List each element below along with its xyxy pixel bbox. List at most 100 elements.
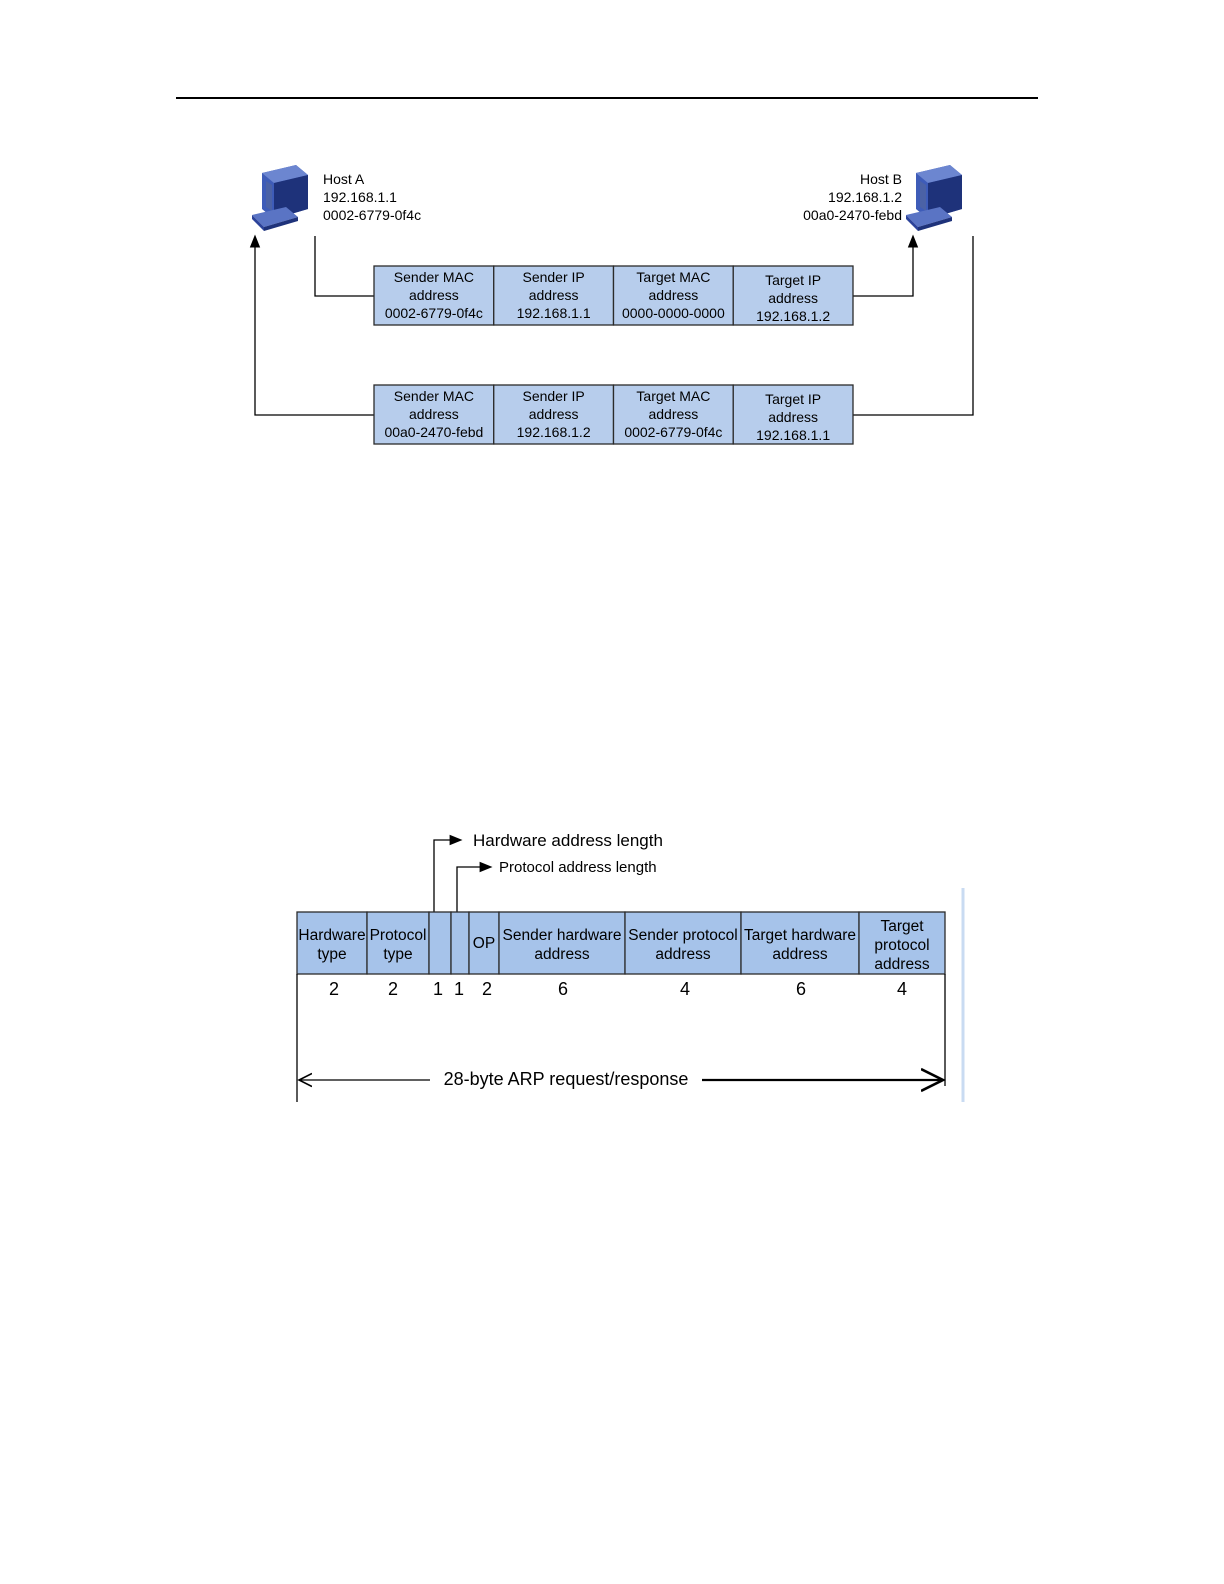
arp-field-box bbox=[366, 911, 430, 975]
packet-cell: Sender IP address 192.168.1.1 bbox=[493, 265, 615, 326]
packet-cell-box bbox=[493, 384, 615, 445]
packet-cell-text: address bbox=[409, 406, 459, 422]
packet-cell-text: 0002-6779-0f4c bbox=[624, 424, 722, 440]
arp-field-label: type bbox=[317, 946, 346, 963]
callout-arrows bbox=[433, 834, 493, 912]
connector-lines bbox=[249, 234, 974, 416]
hw-address-length-label: Hardware address length bbox=[473, 831, 663, 850]
computer-icon bbox=[252, 165, 308, 231]
packet-cell-text: Target MAC bbox=[636, 388, 710, 404]
host-a-mac: 0002-6779-0f4c bbox=[323, 207, 421, 223]
arp-field: OP2 bbox=[468, 911, 500, 999]
arp-field: Protocol type 2 bbox=[366, 911, 430, 999]
packet-cell-box bbox=[373, 384, 495, 445]
arp-field: 1 bbox=[450, 911, 470, 999]
packet-cell-text: Target IP bbox=[765, 272, 821, 288]
request-line-from-host-a bbox=[314, 236, 374, 297]
packet-cell-text: 192.168.1.1 bbox=[517, 305, 591, 321]
arp-field: 1 bbox=[428, 911, 452, 999]
host-b-name: Host B bbox=[860, 171, 902, 187]
host-b-label: Host B 192.168.1.2 00a0-2470-febd bbox=[803, 171, 902, 223]
arp-field-label: address bbox=[534, 946, 589, 963]
arp-field-box bbox=[450, 911, 470, 975]
packet-cell: Target MAC address 0002-6779-0f4c bbox=[612, 384, 734, 445]
packet-cell-text: Sender MAC bbox=[394, 388, 474, 404]
packet-cell-text: 192.168.1.2 bbox=[517, 424, 591, 440]
packet-cell: Target IP address 192.168.1.2 bbox=[732, 265, 854, 326]
packet-cell-box bbox=[732, 384, 854, 445]
computer-icon bbox=[906, 165, 962, 231]
packet-cell-text: 00a0-2470-febd bbox=[384, 424, 483, 440]
arp-field-label: Sender protocol bbox=[628, 927, 737, 944]
packet-cell-text: Sender MAC bbox=[394, 269, 474, 285]
arp-field-size: 6 bbox=[558, 979, 568, 999]
arp-field-box bbox=[498, 911, 626, 975]
arp-field-label: Hardware bbox=[298, 927, 365, 944]
page-header-rule bbox=[176, 97, 1038, 99]
arp-field-label: Target hardware bbox=[744, 927, 856, 944]
total-length-label: 28-byte ARP request/response bbox=[444, 1069, 689, 1089]
packet-cell-text: address bbox=[529, 287, 579, 303]
arp-field-size: 1 bbox=[454, 979, 464, 999]
packet-cell-text: address bbox=[648, 406, 698, 422]
packet-cell-box bbox=[493, 265, 615, 326]
arp-field-size: 2 bbox=[329, 979, 339, 999]
arp-exchange-diagram: Host A 192.168.1.1 0002-6779-0f4c Host B… bbox=[249, 165, 974, 445]
arp-field-label: address bbox=[655, 946, 710, 963]
host-a-name: Host A bbox=[323, 171, 365, 187]
arp-field-label: protocol bbox=[874, 937, 929, 954]
arp-field-label: Target bbox=[880, 918, 924, 935]
arp-field-box bbox=[296, 911, 368, 975]
arp-field-label: OP bbox=[473, 935, 495, 952]
packet-cell-text: Target IP bbox=[765, 391, 821, 407]
arp-field-box bbox=[428, 911, 452, 975]
host-a-label: Host A 192.168.1.1 0002-6779-0f4c bbox=[323, 171, 421, 223]
arp-field: Sender hardware address 6 bbox=[498, 911, 626, 999]
reply-arrow-to-host-a bbox=[249, 234, 374, 416]
arp-field-box bbox=[740, 911, 860, 975]
packet-cell-box bbox=[612, 384, 734, 445]
packet-cell-text: address bbox=[768, 409, 818, 425]
arp-field-size: 6 bbox=[796, 979, 806, 999]
arp-field-size: 4 bbox=[680, 979, 690, 999]
host-a-ip: 192.168.1.1 bbox=[323, 189, 397, 205]
packet-cell-text: address bbox=[529, 406, 579, 422]
arp-field-label: Protocol bbox=[370, 927, 427, 944]
packet-cell-text: 192.168.1.1 bbox=[756, 427, 830, 443]
host-b-mac: 00a0-2470-febd bbox=[803, 207, 902, 223]
request-arrow-to-host-b bbox=[853, 234, 919, 297]
arp-field-size: 1 bbox=[433, 979, 443, 999]
protocol-address-length-label: Protocol address length bbox=[499, 859, 657, 876]
arp-message-format-diagram: Hardware address length Protocol address… bbox=[296, 831, 965, 1102]
arp-field-label: type bbox=[383, 946, 412, 963]
packet-cell-text: 192.168.1.2 bbox=[756, 308, 830, 324]
arp-field-size: 2 bbox=[388, 979, 398, 999]
packet-cell-box bbox=[373, 265, 495, 326]
packet-cell-text: address bbox=[648, 287, 698, 303]
packet-cell: Sender IP address 192.168.1.2 bbox=[493, 384, 615, 445]
arp-field-box bbox=[624, 911, 742, 975]
packet-cell-text: address bbox=[768, 290, 818, 306]
arp-field-box bbox=[858, 911, 946, 975]
arp-field-label: address bbox=[874, 956, 929, 973]
arp-field: Hardware type 2 bbox=[296, 911, 368, 999]
packet-cell-box bbox=[732, 265, 854, 326]
packet-cell: Target MAC address 0000-0000-0000 bbox=[612, 265, 734, 326]
packet-cell-text: Sender IP bbox=[522, 269, 584, 285]
arp-field: Sender protocol address 4 bbox=[624, 911, 742, 999]
arp-reply-packet: Sender MAC address 00a0-2470-febd Sender IP… bbox=[373, 384, 854, 445]
arp-field-label: Sender hardware bbox=[503, 927, 622, 944]
proto-length-callout-arrow bbox=[456, 861, 493, 912]
packet-cell-text: 0002-6779-0f4c bbox=[385, 305, 483, 321]
reply-line-from-host-b bbox=[853, 236, 974, 416]
packet-cell-text: 0000-0000-0000 bbox=[622, 305, 725, 321]
arp-field-label: address bbox=[772, 946, 827, 963]
packet-cell: Target IP address 192.168.1.1 bbox=[732, 384, 854, 445]
arp-field: Target hardware address 6 bbox=[740, 911, 860, 999]
packet-cell-text: Sender IP bbox=[522, 388, 584, 404]
packet-cell-text: Target MAC bbox=[636, 269, 710, 285]
host-b-ip: 192.168.1.2 bbox=[828, 189, 902, 205]
